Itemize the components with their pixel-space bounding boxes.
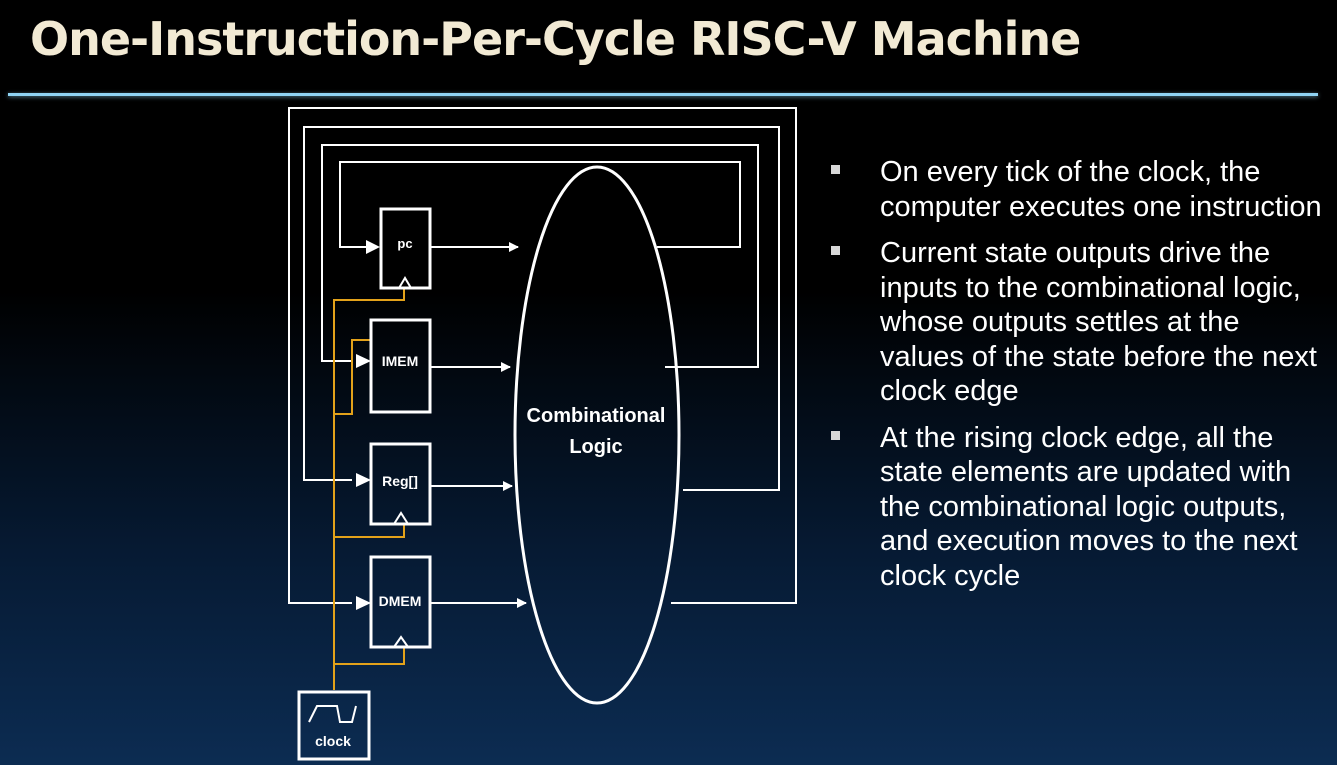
feedback-wire-imem bbox=[321, 144, 759, 368]
feedback-wire-reg bbox=[303, 126, 780, 491]
clock-triangle-pc bbox=[398, 276, 412, 289]
feedback-wire-pc bbox=[339, 161, 741, 248]
slide-title: One-Instruction-Per-Cycle RISC-V Machine bbox=[30, 12, 1081, 66]
arrowhead-pc-in bbox=[366, 240, 380, 254]
clock-triangle-reg bbox=[393, 511, 409, 525]
clock-wire-reg bbox=[334, 524, 405, 538]
logic-label-line2: Logic bbox=[569, 436, 622, 458]
clock-wire-imem bbox=[334, 339, 371, 415]
reg-file-label: Reg[] bbox=[382, 473, 418, 489]
clock-wire-trunk bbox=[333, 288, 405, 690]
reg-file-block bbox=[369, 442, 432, 526]
clock-waveform-icon bbox=[308, 705, 357, 723]
feedback-wire-dmem bbox=[288, 107, 797, 604]
clock-wire-dmem bbox=[334, 647, 405, 665]
pc-register bbox=[379, 207, 432, 290]
bullet-item: On every tick of the clock, the computer… bbox=[828, 155, 1328, 224]
bullet-item: Current state outputs drive the inputs t… bbox=[828, 236, 1328, 409]
arrowhead-dmem-in bbox=[356, 596, 371, 610]
bullet-item: At the rising clock edge, all the state … bbox=[828, 421, 1328, 594]
bullet-text: Current state outputs drive the inputs t… bbox=[880, 237, 1317, 407]
square-bullet-icon bbox=[831, 246, 840, 255]
combinational-logic-ellipse bbox=[513, 165, 681, 705]
pc-label: pc bbox=[397, 236, 412, 251]
imem-label: IMEM bbox=[382, 353, 419, 369]
square-bullet-icon bbox=[831, 430, 840, 440]
bullet-text: At the rising clock edge, all the state … bbox=[880, 421, 1298, 592]
square-bullet-icon bbox=[831, 165, 840, 174]
clock-source-box bbox=[297, 690, 371, 761]
title-underline bbox=[8, 93, 1318, 96]
dmem-label: DMEM bbox=[379, 593, 422, 609]
clock-label: clock bbox=[315, 733, 351, 749]
arrowhead-imem-in bbox=[356, 354, 371, 368]
bullet-text: On every tick of the clock, the computer… bbox=[880, 156, 1322, 223]
clock-triangle-dmem bbox=[393, 635, 409, 648]
bullet-list: On every tick of the clock, the computer… bbox=[828, 155, 1328, 605]
logic-label-line1: Combinational bbox=[527, 405, 666, 427]
arrowhead-reg-in bbox=[356, 473, 371, 487]
